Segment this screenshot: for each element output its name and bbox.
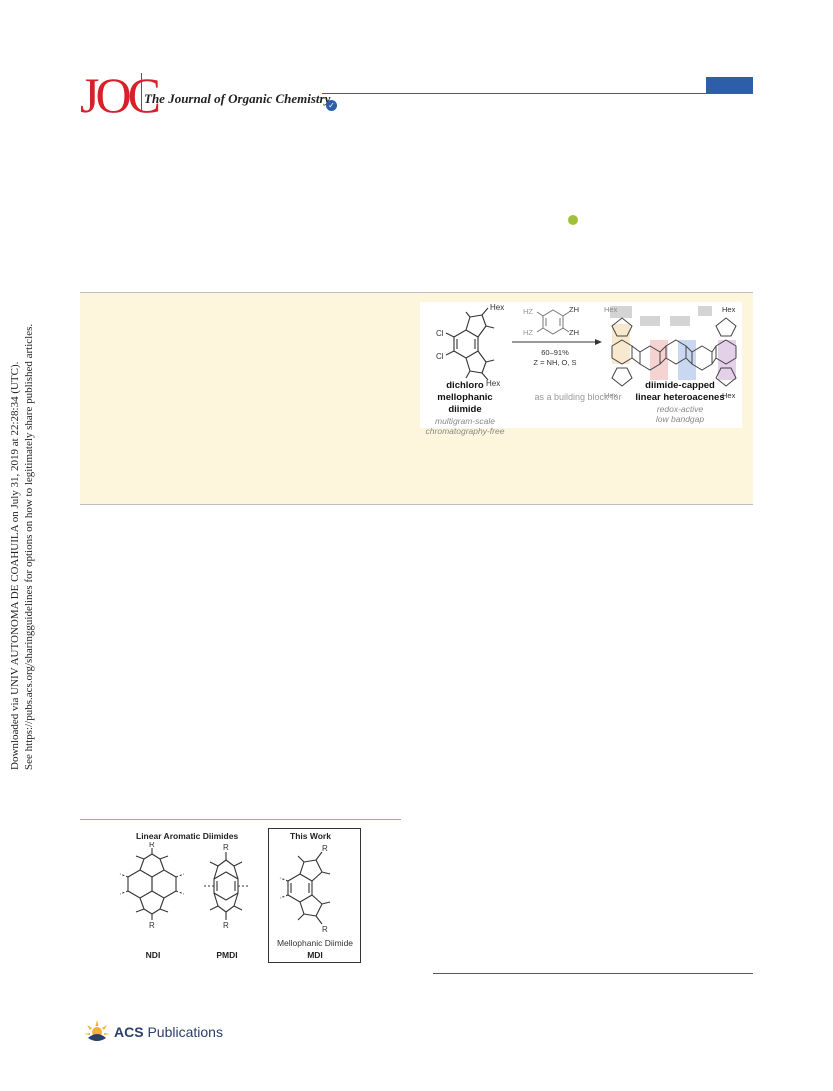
product-hex-1: Hex <box>604 305 618 314</box>
reagent-zh-2: ZH <box>569 328 579 337</box>
connector-text: as a building block for <box>534 392 622 402</box>
figure-rule <box>80 819 401 820</box>
ndi-r-bottom: R <box>149 921 155 930</box>
label-ndi: NDI <box>145 950 161 960</box>
watermark-line-1: Downloaded via UNIV AUTONOMA DE COAHUILA… <box>9 361 21 770</box>
journal-name: The Journal of Organic Chemistry <box>144 91 331 106</box>
diimide-structures: R R R R R R <box>119 842 331 934</box>
mdi-r-top: R <box>322 844 328 853</box>
pmdi-structure <box>204 852 248 920</box>
reactant-name-1: dichloro <box>446 380 484 391</box>
product-caption: diimide-capped linear heteroacenes redox… <box>620 380 740 425</box>
reaction-scheme: Hex Hex Cl Cl HZ HZ ZH ZH 60–91% Z = NH,… <box>436 303 737 400</box>
reagent-structure <box>536 309 570 335</box>
product-hex-2: Hex <box>722 305 736 314</box>
z-options: Z = NH, O, S <box>533 358 576 367</box>
label-mdi: MDI <box>307 950 323 960</box>
figure-heading-left: Linear Aromatic Diimides <box>136 831 239 841</box>
reagent-hz-1: HZ <box>523 307 533 316</box>
publisher-bold: ACS <box>114 1024 144 1040</box>
reaction-yield: 60–91% <box>541 348 569 357</box>
reactant-cl-2: Cl <box>436 352 444 361</box>
toc-graphic: Hex Hex Cl Cl HZ HZ ZH ZH 60–91% Z = NH,… <box>420 302 742 436</box>
publisher-rest: Publications <box>147 1024 223 1040</box>
mdi-r-bottom: R <box>322 925 328 934</box>
reactant-name-2: mellophanic diimide <box>437 391 493 415</box>
reactant-structure <box>445 307 495 381</box>
watermark-line-2: See https://pubs.acs.org/sharingguidelin… <box>23 323 36 770</box>
reactant-hex-top: Hex <box>490 303 504 312</box>
product-note-1: redox-active <box>656 403 704 414</box>
label-pmdi: PMDI <box>216 950 238 960</box>
product-name-1: diimide-capped <box>645 380 715 391</box>
pmdi-r-top: R <box>223 843 229 852</box>
reactant-note-1: multigram-scale <box>435 415 495 426</box>
reactant-note-2: chromatography-free <box>425 426 505 437</box>
orcid-icon[interactable] <box>568 215 578 225</box>
mdi-subtitle: Mellophanic Diimide <box>276 938 354 948</box>
header-tab <box>706 77 753 93</box>
header-rule <box>322 93 753 94</box>
this-work-box <box>268 828 361 963</box>
logo-divider <box>141 73 142 111</box>
reactant-caption: dichloro mellophanic diimide multigram-s… <box>420 380 510 437</box>
figure-heading-right: This Work <box>290 831 331 841</box>
product-hex-3: Hex <box>604 391 618 400</box>
pmdi-r-bottom: R <box>223 921 229 930</box>
acs-sunburst-icon[interactable] <box>84 1020 110 1044</box>
ndi-r-top: R <box>149 842 155 849</box>
product-note-2: low bandgap <box>655 414 705 425</box>
column-rule <box>433 973 753 974</box>
ndi-structure <box>119 848 185 920</box>
mdi-structure <box>279 851 331 925</box>
check-badge-icon[interactable]: ✓ <box>326 100 337 111</box>
product-structure <box>610 306 737 387</box>
reactant-hex-bottom: Hex <box>486 379 500 388</box>
reagent-hz-2: HZ <box>523 328 533 337</box>
download-watermark: Downloaded via UNIV AUTONOMA DE COAHUILA… <box>8 324 37 770</box>
journal-logo: JOC <box>80 67 161 123</box>
product-name-2: linear heteroacenes <box>635 391 725 403</box>
product-hex-4: Hex <box>722 391 736 400</box>
reactant-cl-1: Cl <box>436 329 444 338</box>
publisher-name[interactable]: ACS Publications <box>114 1024 223 1040</box>
reagent-zh-1: ZH <box>569 305 579 314</box>
